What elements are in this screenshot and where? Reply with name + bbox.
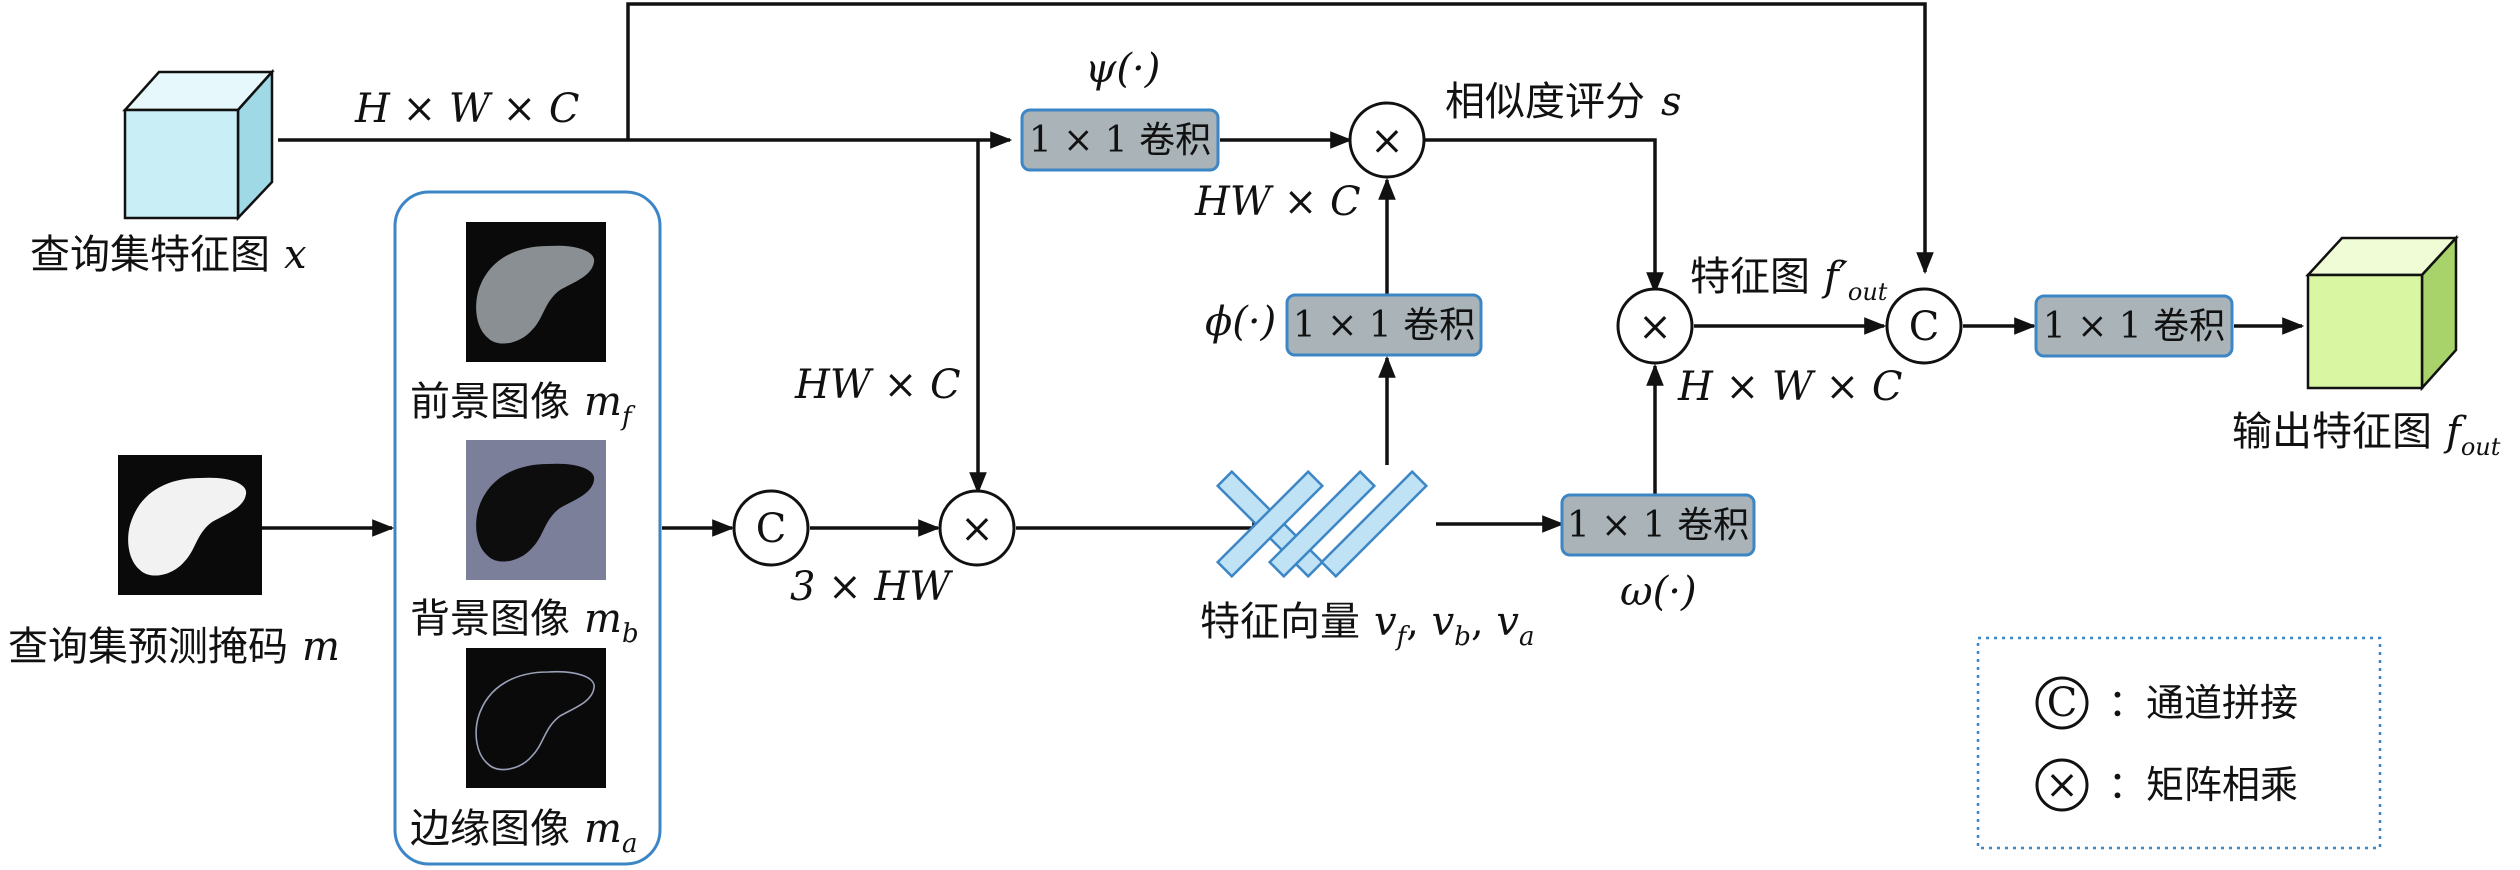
concat-node-output-symbol: C (1909, 304, 1940, 350)
legend-multiply-icon (2035, 758, 2089, 812)
final-conv-box (2034, 294, 2234, 358)
edge-image (466, 648, 606, 788)
edge-skip-to-concat (626, 2, 1934, 275)
omega-conv-label: 1 × 1 卷积 (1567, 505, 1749, 546)
multiply-node-mid-symbol: × (1638, 304, 1672, 350)
phi-conv-label: 1 × 1 卷积 (1293, 305, 1475, 346)
multiply-node-lower-symbol: × (960, 506, 994, 552)
concat-node-masks (732, 489, 810, 567)
foreground-image (466, 222, 606, 362)
psi-conv-label: 1 × 1 卷积 (1029, 120, 1211, 161)
legend-concat-symbol: C (2047, 680, 2078, 726)
connections (262, 2, 2305, 537)
mask-image (118, 455, 262, 595)
feature-vectors (1215, 469, 1429, 579)
omega-label: ω(·) (1620, 569, 1697, 615)
dim-hwc-right: H × W × C (1677, 364, 1903, 410)
dim-input: H × W × C (354, 86, 580, 132)
multiply-node-lower (938, 489, 1016, 567)
multiply-node-top-symbol: × (1370, 118, 1404, 164)
dim-hwc-mid: HW × C (1194, 179, 1361, 225)
phi-conv-box (1285, 293, 1483, 357)
multiply-node-mid (1616, 287, 1694, 365)
mask-decomposition-group (393, 190, 662, 866)
final-conv-label: 1 × 1 卷积 (2043, 306, 2225, 347)
concat-node-masks-symbol: C (756, 506, 787, 552)
omega-conv-box (1560, 493, 1756, 557)
legend-concat-icon (2035, 676, 2089, 730)
legend-box (1976, 636, 2382, 850)
input-cube (122, 68, 275, 222)
psi-label: ψ(·) (1085, 46, 1160, 92)
edge-similarity-to-multiply (1424, 138, 1664, 295)
legend-multiply-symbol: × (2045, 762, 2079, 808)
legend-multiply-label: ：矩阵相乘 (2108, 763, 2298, 807)
dim-hwc-left: HW × C (794, 362, 961, 408)
concat-node-output (1885, 287, 1963, 365)
legend-concat-label: ：通道拼接 (2108, 681, 2298, 725)
dim-3hw: 3 × HW (790, 564, 953, 610)
phi-label: ϕ(·) (1205, 299, 1276, 345)
background-image (466, 440, 606, 580)
output-cube (2305, 234, 2459, 392)
multiply-node-top (1348, 101, 1426, 179)
psi-conv-box (1020, 108, 1220, 172)
